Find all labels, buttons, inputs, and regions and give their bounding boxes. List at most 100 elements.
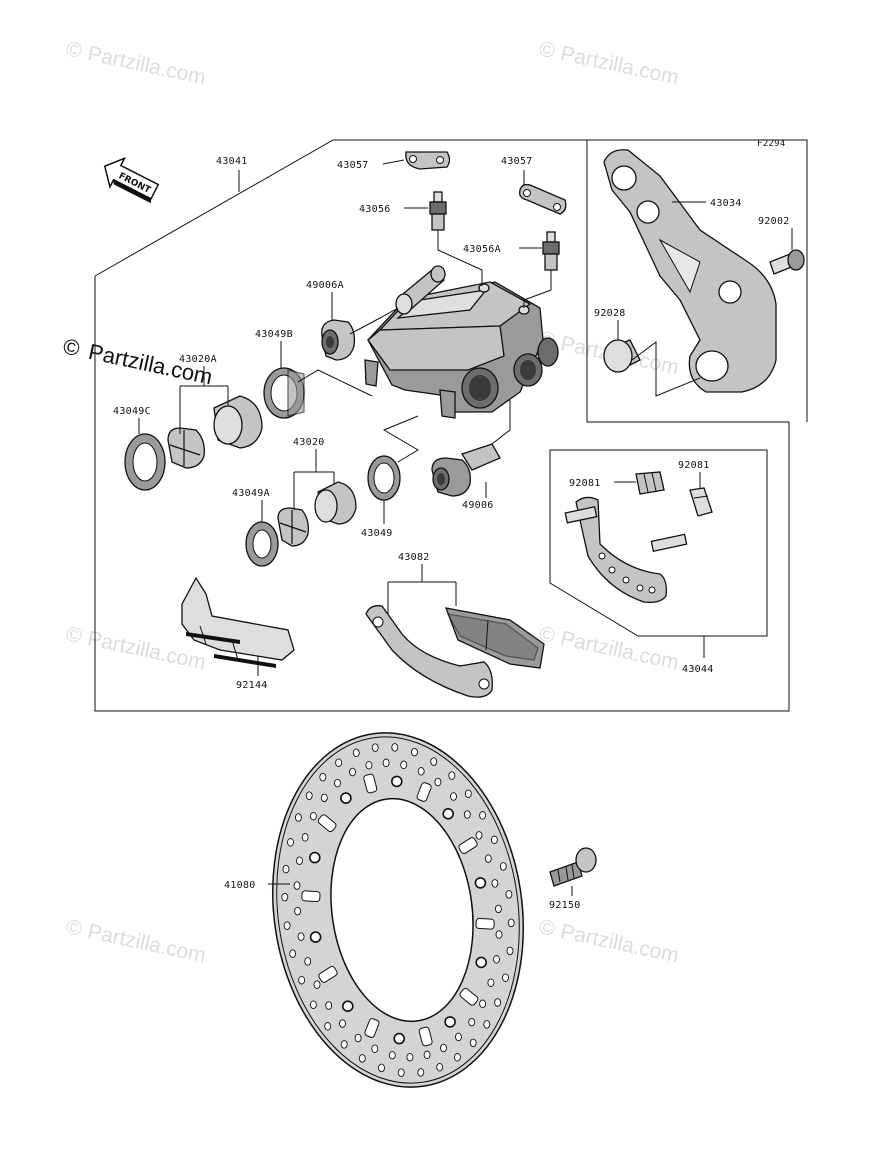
disc-drill-hole: [371, 1044, 379, 1053]
disc-drill-hole: [358, 1054, 366, 1063]
watermark-copyright: ©: [537, 37, 557, 63]
disc-drill-hole: [304, 957, 312, 966]
watermark-copyright: ©: [64, 622, 84, 648]
disc-drill-hole: [417, 1068, 425, 1077]
disc-cooling-slot: [301, 890, 321, 903]
disc-drill-hole: [378, 1063, 385, 1073]
disc-drill-hole: [440, 1043, 447, 1053]
watermark-copyright: ©: [537, 622, 557, 648]
front-arrow: FRONT: [103, 156, 160, 204]
disc-mount-hole: [444, 1016, 456, 1028]
seal-43049C: [124, 433, 166, 491]
disc-drill-hole: [340, 1040, 348, 1049]
disc-drill-hole: [339, 1019, 346, 1028]
disc-drill-hole: [479, 999, 487, 1009]
disc-drill-hole: [453, 1053, 461, 1062]
part-label-43049[interactable]: 43049: [361, 528, 393, 539]
disc-holes: [281, 743, 515, 1077]
bracket-group-outline: [587, 139, 808, 422]
disc-mount-hole: [393, 1032, 406, 1045]
part-label-43044[interactable]: 43044: [682, 664, 714, 675]
disc-drill-hole: [320, 793, 328, 803]
disc-cooling-slot: [418, 1026, 433, 1047]
watermark-text: Partzilla.com: [558, 42, 680, 89]
part-label-92081[interactable]: 92081: [678, 460, 710, 471]
disc-mount-hole: [442, 807, 455, 820]
disc-mount-hole: [308, 851, 321, 864]
disc-drill-hole: [499, 862, 507, 871]
disc-drill-hole: [309, 811, 317, 821]
bleeder-valve-43056A: [542, 231, 560, 271]
watermark-big-copyright: ©: [61, 333, 82, 361]
disc-drill-hole: [289, 949, 297, 958]
part-label-43049C[interactable]: 43049C: [113, 406, 151, 417]
part-label-43057[interactable]: 43057: [337, 160, 369, 171]
disc-drill-hole: [450, 792, 457, 801]
disc-mount-hole: [474, 877, 487, 889]
disc-drill-hole: [495, 930, 503, 939]
part-label-92002[interactable]: 92002: [758, 216, 790, 227]
dust-boot-43020: [277, 507, 310, 547]
disc-drill-hole: [463, 810, 471, 819]
seal-43049A: [245, 521, 279, 567]
disc-drill-hole: [483, 1020, 491, 1029]
disc-drill-hole: [305, 791, 313, 800]
piston-43020A: [213, 395, 263, 449]
watermark-text: Partzilla.com: [558, 627, 680, 674]
part-label-43020[interactable]: 43020: [293, 437, 325, 448]
disc-drill-hole: [391, 743, 399, 752]
part-label-49006[interactable]: 49006: [462, 500, 494, 511]
clip-92081-b: [689, 487, 713, 517]
part-label-43056[interactable]: 43056: [359, 204, 391, 215]
disc-cooling-slot: [459, 987, 479, 1006]
disc-drill-hole: [502, 973, 509, 982]
disc-drill-hole: [365, 760, 373, 770]
disc-drill-hole: [301, 833, 309, 842]
dust-boot-43020A: [167, 427, 205, 469]
disc-drill-hole: [352, 748, 360, 758]
part-label-43057[interactable]: 43057: [501, 156, 533, 167]
bleeder-cap-43057-a: [405, 151, 451, 170]
disc-drill-hole: [371, 743, 379, 752]
disc-drill-hole: [297, 932, 305, 941]
watermark-text: Partzilla.com: [558, 920, 680, 967]
disc-drill-hole: [484, 854, 492, 863]
disc-drill-hole: [464, 789, 472, 798]
disc-cooling-slot: [363, 773, 378, 794]
part-label-92150[interactable]: 92150: [549, 900, 581, 911]
part-label-43056A[interactable]: 43056A: [463, 244, 501, 255]
seal-43049B: [263, 367, 305, 419]
disc-drill-hole: [490, 835, 498, 845]
part-label-43034[interactable]: 43034: [710, 198, 742, 209]
disc-drill-hole: [455, 1032, 462, 1042]
part-label-92144[interactable]: 92144: [236, 680, 268, 691]
clip-92081-a: [635, 471, 665, 495]
disc-cooling-slot: [364, 1018, 380, 1038]
part-label-43049B[interactable]: 43049B: [255, 329, 293, 340]
watermark-text: Partzilla.com: [85, 42, 207, 89]
watermark-copyright: ©: [64, 37, 84, 63]
part-label-49006A[interactable]: 49006A: [306, 280, 344, 291]
disc-drill-hole: [479, 811, 487, 820]
disc-drill-hole: [294, 906, 302, 916]
part-label-92028[interactable]: 92028: [594, 308, 626, 319]
disc-drill-hole: [507, 918, 515, 928]
brake-pad-set-43082: [365, 605, 545, 698]
caliper-body-43041: [364, 265, 559, 419]
disc-cooling-slot: [318, 965, 338, 983]
watermark-copyright: ©: [537, 915, 557, 941]
part-label-92081[interactable]: 92081: [569, 478, 601, 489]
part-label-43041[interactable]: 43041: [216, 156, 248, 167]
part-label-43082[interactable]: 43082: [398, 552, 430, 563]
disc-mount-hole: [309, 931, 322, 943]
part-label-43020A[interactable]: 43020A: [179, 354, 217, 365]
part-label-41080[interactable]: 41080: [224, 880, 256, 891]
disc-drill-hole: [294, 813, 302, 822]
part-label-43049A[interactable]: 43049A: [232, 488, 270, 499]
pad-spring-43044: [564, 496, 688, 604]
disc-drill-hole: [335, 758, 343, 767]
disc-drill-hole: [334, 778, 341, 788]
disc-drill-hole: [324, 1022, 332, 1031]
disc-drill-hole: [423, 1050, 431, 1060]
disc-drill-hole: [313, 980, 321, 989]
